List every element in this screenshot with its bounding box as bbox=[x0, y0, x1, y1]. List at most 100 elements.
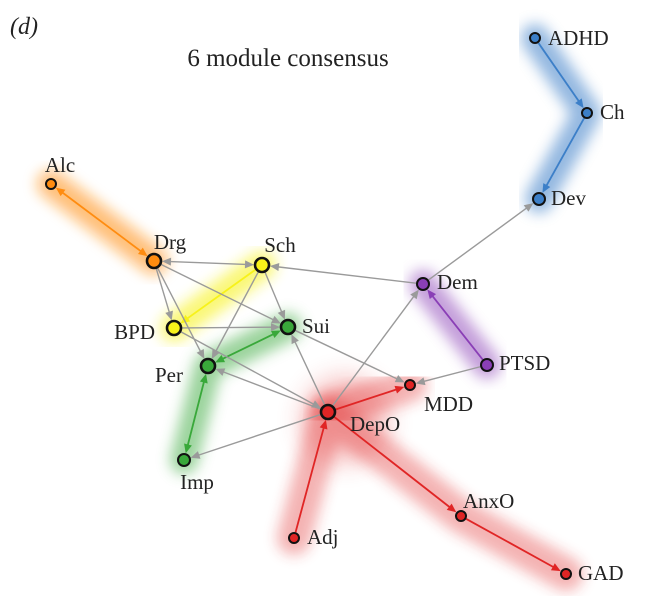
arrowhead-Sch-Per bbox=[211, 349, 220, 359]
edge-Sch-Sui bbox=[264, 272, 283, 313]
node-Imp bbox=[177, 453, 191, 467]
arrowhead-Drg-BPD bbox=[165, 310, 173, 321]
node-label-MDD: MDD bbox=[424, 392, 473, 416]
arrowhead-BPD-DepO bbox=[311, 400, 321, 409]
node-PTSD bbox=[480, 358, 494, 372]
edge-PTSD-Dem bbox=[431, 295, 484, 361]
edge-ADHD-Ch bbox=[537, 42, 580, 103]
edge-DepO-Imp bbox=[198, 413, 321, 456]
node-label-Dev: Dev bbox=[551, 186, 586, 210]
node-layer bbox=[45, 32, 593, 580]
arrowhead-Alc-Drg bbox=[137, 247, 148, 257]
node-Adj bbox=[288, 532, 300, 544]
arrowhead-Per-Sui bbox=[270, 330, 281, 339]
node-ADHD bbox=[529, 32, 541, 44]
arrowhead-Drg-Per bbox=[196, 349, 205, 359]
arrowhead-Drg-Alc bbox=[55, 187, 66, 197]
edge-Per-Imp bbox=[186, 381, 205, 446]
node-GAD bbox=[560, 568, 572, 580]
edge-Dem-Dev bbox=[428, 207, 528, 281]
arrowhead-Dem-Dev bbox=[523, 203, 534, 212]
node-label-Dem: Dem bbox=[437, 270, 478, 294]
arrowhead-Per-Imp bbox=[184, 443, 192, 454]
arrowhead-ADHD-Ch bbox=[575, 98, 584, 109]
edge-BPD-Sui bbox=[181, 326, 273, 329]
node-MDD bbox=[404, 379, 416, 391]
node-label-Sui: Sui bbox=[302, 314, 330, 338]
arrowhead-DepO-Dem bbox=[410, 289, 419, 300]
node-Dev bbox=[532, 192, 546, 206]
node-Per bbox=[199, 357, 217, 375]
arrowhead-Imp-Per bbox=[199, 373, 208, 384]
arrowhead-Ch-Dev bbox=[542, 183, 551, 193]
node-Dem bbox=[416, 277, 430, 291]
node-Sch bbox=[253, 256, 271, 274]
module-glow-blue-0 bbox=[521, 24, 601, 213]
arrowhead-Sch-Sui bbox=[277, 309, 286, 320]
arrowhead-Sui-Per bbox=[215, 354, 226, 363]
edge-Adj-DepO bbox=[294, 427, 325, 533]
node-label-BPD: BPD bbox=[114, 320, 155, 344]
edge-Ch-Dev bbox=[545, 117, 585, 187]
arrowhead-PTSD-Dem bbox=[427, 289, 437, 300]
edge-Per-Sui bbox=[221, 333, 275, 360]
node-DepO bbox=[319, 403, 337, 421]
edge-BPD-DepO bbox=[180, 331, 315, 405]
module-glow-green-0 bbox=[170, 313, 302, 474]
edge-DepO-AnxO bbox=[333, 416, 451, 509]
node-label-Alc: Alc bbox=[45, 153, 75, 177]
edge-Drg-BPD bbox=[155, 268, 171, 313]
arrowhead-DepO-Per bbox=[215, 368, 226, 376]
edge-Sch-Per bbox=[214, 271, 259, 353]
arrowhead-Sch-BPD bbox=[180, 314, 191, 324]
edge-Drg-Sui bbox=[160, 263, 274, 321]
node-Ch bbox=[581, 107, 593, 119]
node-label-ADHD: ADHD bbox=[548, 26, 609, 50]
edge-PTSD-MDD bbox=[423, 366, 481, 383]
node-AnxO bbox=[455, 510, 467, 522]
node-label-DepO: DepO bbox=[350, 412, 400, 436]
arrowhead-Sch-Drg bbox=[161, 257, 172, 266]
node-BPD bbox=[165, 319, 183, 337]
edge-Drg-Sch bbox=[169, 260, 247, 266]
node-label-AnxO: AnxO bbox=[463, 489, 514, 513]
arrowhead-DepO-MDD bbox=[394, 385, 405, 394]
diagram-title: 6 module consensus bbox=[187, 45, 388, 72]
edge-AnxO-GAD bbox=[465, 518, 555, 569]
node-label-Adj: Adj bbox=[307, 525, 339, 549]
edge-DepO-MDD bbox=[335, 388, 397, 411]
node-label-Imp: Imp bbox=[180, 470, 214, 494]
node-label-Sch: Sch bbox=[264, 233, 296, 257]
edge-Dem-Sch bbox=[277, 266, 417, 284]
node-Alc bbox=[45, 178, 57, 190]
arrowhead-Adj-DepO bbox=[319, 419, 328, 430]
arrowhead-Drg-Sui bbox=[270, 315, 281, 324]
arrowhead-DepO-Imp bbox=[190, 451, 201, 459]
arrowhead-AnxO-GAD bbox=[550, 563, 561, 572]
arrowhead-DepO-AnxO bbox=[446, 503, 457, 513]
arrowhead-Sui-MDD bbox=[394, 374, 405, 383]
node-label-Drg: Drg bbox=[154, 230, 187, 254]
edge-Drg-Per bbox=[157, 267, 202, 353]
node-label-Ch: Ch bbox=[600, 100, 625, 124]
edge-DepO-Per bbox=[222, 371, 321, 410]
node-label-Per: Per bbox=[155, 363, 183, 387]
arrowhead-DepO-Sui bbox=[291, 334, 299, 345]
arrowhead-Dem-Sch bbox=[269, 263, 280, 271]
arrowhead-BPD-Sui bbox=[270, 323, 281, 332]
edge-DepO-Sui bbox=[294, 341, 326, 406]
node-Drg bbox=[145, 252, 163, 270]
arrowhead-Drg-Sch bbox=[244, 260, 255, 269]
node-label-PTSD: PTSD bbox=[499, 351, 550, 375]
panel-label: (d) bbox=[10, 14, 38, 40]
node-Sui bbox=[279, 318, 297, 336]
arrowhead-PTSD-MDD bbox=[415, 377, 426, 386]
edge-layer bbox=[55, 42, 585, 572]
node-label-GAD: GAD bbox=[578, 561, 624, 585]
edge-Alc-Drg bbox=[61, 191, 142, 253]
edge-Sui-MDD bbox=[294, 329, 398, 380]
edge-DepO-Dem bbox=[332, 295, 415, 406]
